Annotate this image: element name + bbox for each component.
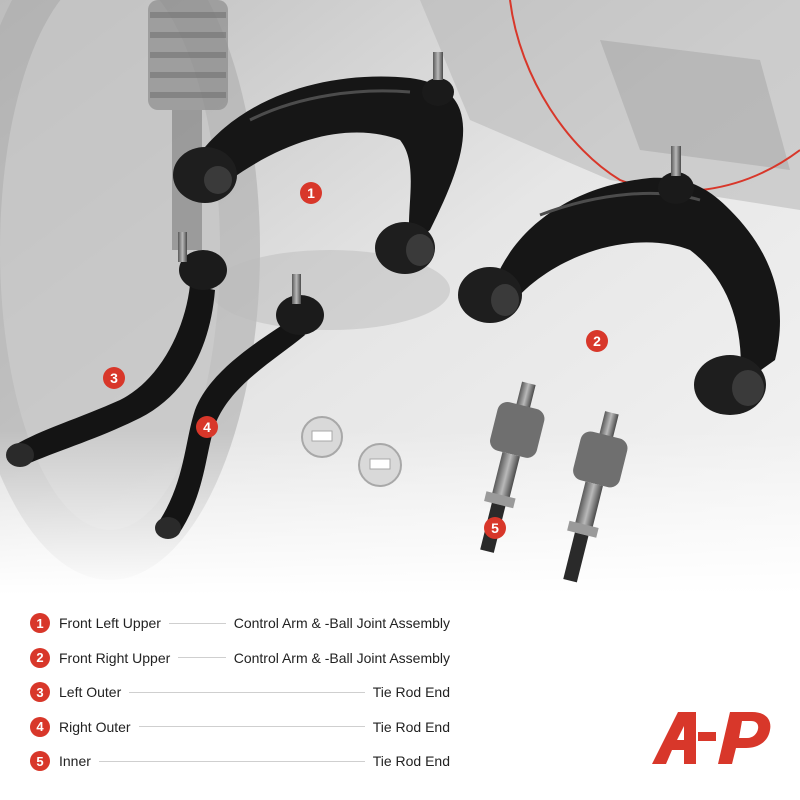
legend-position: Left Outer [59, 684, 122, 701]
legend-number: 5 [30, 751, 50, 772]
legend-position: Front Left Upper [59, 615, 161, 632]
legend-leader-line [129, 691, 365, 693]
lock-washers [301, 416, 402, 487]
brand-logo-icon [652, 712, 771, 764]
legend-part-name: Control Arm & -Ball Joint Assembly [233, 649, 450, 666]
marker-4: 4 [196, 416, 218, 438]
legend-leader-line [98, 760, 365, 762]
control-arm-front-right [458, 146, 780, 415]
tie-rod-end-right-outer [155, 274, 324, 539]
legend-item-3: 3 Left Outer Tie Rod End [30, 675, 450, 710]
control-arm-front-left [173, 52, 464, 274]
legend-part-name: Tie Rod End [372, 753, 450, 770]
legend-position: Inner [59, 753, 91, 770]
legend-leader-line [138, 726, 365, 728]
legend-part-name: Control Arm & -Ball Joint Assembly [233, 615, 450, 632]
parts-legend: 1 Front Left Upper Control Arm & -Ball J… [30, 606, 450, 779]
legend-part-name: Tie Rod End [372, 684, 450, 701]
legend-number: 1 [30, 613, 50, 634]
marker-3: 3 [103, 367, 125, 389]
legend-item-4: 4 Right Outer Tie Rod End [30, 710, 450, 745]
legend-part-name: Tie Rod End [372, 718, 450, 735]
legend-number: 2 [30, 647, 50, 668]
legend-position: Front Right Upper [59, 649, 171, 666]
marker-5: 5 [484, 517, 506, 539]
legend-number: 3 [30, 682, 50, 703]
tie-rod-end-left-outer [6, 232, 227, 467]
legend-position: Right Outer [59, 718, 131, 735]
legend-item-1: 1 Front Left Upper Control Arm & -Ball J… [30, 606, 450, 641]
marker-2: 2 [586, 330, 608, 352]
legend-item-5: 5 Inner Tie Rod End [30, 744, 450, 779]
legend-leader-line [178, 657, 226, 659]
product-photo [0, 0, 800, 595]
legend-leader-line [168, 622, 226, 624]
marker-1: 1 [300, 182, 322, 204]
legend-item-2: 2 Front Right Upper Control Arm & -Ball … [30, 641, 450, 676]
legend-number: 4 [30, 716, 50, 737]
inner-tie-rod-ends [480, 381, 628, 583]
